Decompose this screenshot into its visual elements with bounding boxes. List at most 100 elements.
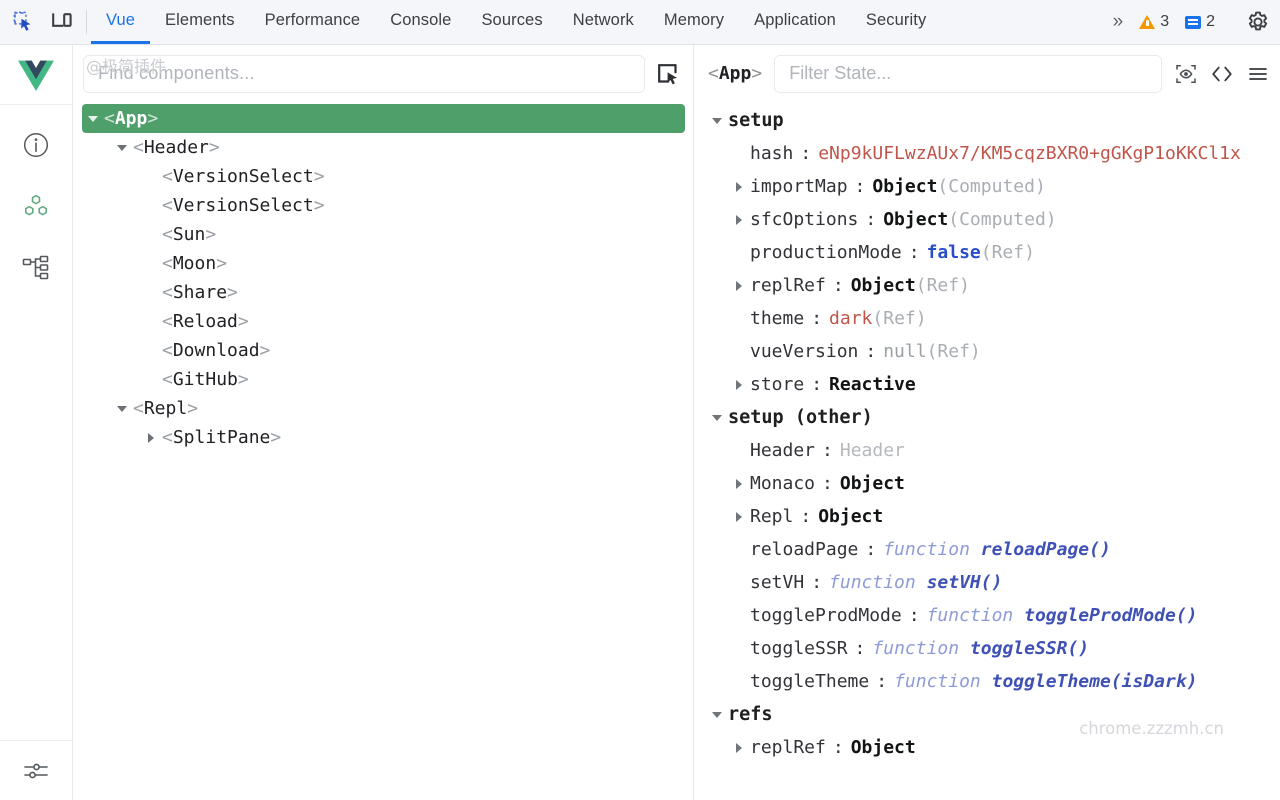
state-value[interactable]: Header [839,440,905,461]
tab-performance[interactable]: Performance [250,0,376,44]
tree-node-versionselect[interactable]: <VersionSelect> [73,191,693,220]
tree-node-share[interactable]: <Share> [73,278,693,307]
chevron-right-icon[interactable] [728,214,750,225]
state-value[interactable]: toggleSSR() [969,638,1090,659]
state-row-reloadpage[interactable]: reloadPage:function reloadPage() [694,533,1280,566]
state-key: toggleTheme [750,671,870,692]
component-tree-icon[interactable] [18,251,54,287]
state-group-label: setup (other) [728,407,873,428]
tab-network[interactable]: Network [558,0,649,44]
state-row-monaco[interactable]: Monaco:Object [694,467,1280,500]
inspect-eye-icon[interactable] [1174,62,1198,86]
chevron-down-icon[interactable] [706,116,728,126]
tree-node-app[interactable]: <App> [82,104,685,133]
tree-node-splitpane[interactable]: <SplitPane> [73,423,693,452]
state-value[interactable]: eNp9kUFLwzAUx7/KM5cqzBXR0+gGKgP1oKKCl1x [818,143,1241,164]
state-value[interactable]: setVH() [926,572,1003,593]
state-value[interactable]: toggleTheme(isDark) [991,671,1198,692]
chevron-down-icon[interactable] [111,404,133,414]
state-row-togglessr[interactable]: toggleSSR:function toggleSSR() [694,632,1280,665]
caret-glyph [736,478,742,489]
chevron-right-icon[interactable] [728,181,750,192]
chevron-right-icon[interactable] [140,432,162,443]
state-row-toggleprodmode[interactable]: toggleProdMode:function toggleProdMode() [694,599,1280,632]
state-row-importmap[interactable]: importMap:Object(Computed) [694,170,1280,203]
tree-node-label: <Download> [162,340,271,361]
state-row-vueversion[interactable]: vueVersion:null(Ref) [694,335,1280,368]
chevron-down-icon[interactable] [111,143,133,153]
state-row-theme[interactable]: theme:dark(Ref) [694,302,1280,335]
state-row-store[interactable]: store:Reactive [694,368,1280,401]
chevron-right-icon[interactable] [728,379,750,390]
state-row-sfcoptions[interactable]: sfcOptions:Object(Computed) [694,203,1280,236]
device-toolbar-icon[interactable] [48,8,76,36]
state-value[interactable]: Reactive [829,374,916,395]
settings-sliders-icon[interactable] [0,740,72,800]
tab-security[interactable]: Security [851,0,941,44]
filter-state-input[interactable]: Filter State... [774,54,1162,93]
tree-node-reload[interactable]: <Reload> [73,307,693,336]
search-input[interactable]: Find components... [83,54,645,93]
tree-node-download[interactable]: <Download> [73,336,693,365]
settings-gear-icon[interactable] [1238,10,1270,34]
state-value[interactable]: false [926,242,981,263]
state-row-repl[interactable]: Repl:Object [694,500,1280,533]
state-value[interactable]: Object [850,737,916,758]
chevron-right-icon[interactable] [728,478,750,489]
state-value[interactable]: reloadPage() [980,539,1111,560]
tab-vue[interactable]: Vue [91,0,151,44]
state-row-replref[interactable]: replRef:Object [694,731,1280,764]
state-value[interactable]: Object [839,473,905,494]
chevron-right-icon[interactable] [728,511,750,522]
state-key: reloadPage [750,539,859,560]
warnings-badge[interactable]: 3 [1133,13,1175,31]
tree-node-versionselect[interactable]: <VersionSelect> [73,162,693,191]
more-tabs-icon[interactable]: » [1112,11,1124,32]
select-component-icon[interactable] [651,57,685,91]
state-value[interactable]: Object [872,176,938,197]
state-key: theme [750,308,805,329]
tab-sources[interactable]: Sources [466,0,557,44]
tree-node-moon[interactable]: <Moon> [73,249,693,278]
tree-node-repl[interactable]: <Repl> [73,394,693,423]
state-row-setvh[interactable]: setVH:function setVH() [694,566,1280,599]
state-group-setup[interactable]: setup [694,104,1280,137]
inspect-element-icon[interactable] [10,8,38,36]
chevron-down-icon[interactable] [82,114,104,124]
state-value[interactable]: Object [850,275,916,296]
tree-node-header[interactable]: <Header> [73,133,693,162]
info-icon[interactable] [18,127,54,163]
state-colon: : [854,176,866,197]
tab-label: Memory [663,11,725,29]
tree-node-github[interactable]: <GitHub> [73,365,693,394]
state-value[interactable]: toggleProdMode() [1024,605,1198,626]
tab-elements[interactable]: Elements [150,0,250,44]
messages-badge[interactable]: 2 [1179,13,1221,31]
state-value[interactable]: null [883,341,927,362]
state-value[interactable]: Object [883,209,949,230]
state-row-header[interactable]: Header:Header [694,434,1280,467]
tab-application[interactable]: Application [739,0,851,44]
state-value[interactable]: dark [829,308,873,329]
chevron-right-icon[interactable] [728,742,750,753]
menu-icon[interactable] [1246,62,1270,86]
state-value[interactable]: Object [818,506,884,527]
state-row-hash[interactable]: hash:eNp9kUFLwzAUx7/KM5cqzBXR0+gGKgP1oKK… [694,137,1280,170]
tab-console[interactable]: Console [375,0,466,44]
tab-memory[interactable]: Memory [649,0,739,44]
selected-component-title: <App> [708,63,763,84]
state-row-productionmode[interactable]: productionMode:false(Ref) [694,236,1280,269]
state-row-toggletheme[interactable]: toggleTheme:function toggleTheme(isDark) [694,665,1280,698]
open-in-editor-code-icon[interactable] [1210,62,1234,86]
chevron-right-icon[interactable] [728,280,750,291]
chevron-down-icon[interactable] [706,710,728,720]
caret-glyph [736,214,742,225]
component-tree-list[interactable]: <App><Header><VersionSelect><VersionSele… [73,102,693,800]
state-group-refs[interactable]: refs [694,698,1280,731]
state-group-setup-other-[interactable]: setup (other) [694,401,1280,434]
state-row-replref[interactable]: replRef:Object(Ref) [694,269,1280,302]
components-icon[interactable] [18,189,54,225]
tree-node-sun[interactable]: <Sun> [73,220,693,249]
chevron-down-icon[interactable] [706,413,728,423]
